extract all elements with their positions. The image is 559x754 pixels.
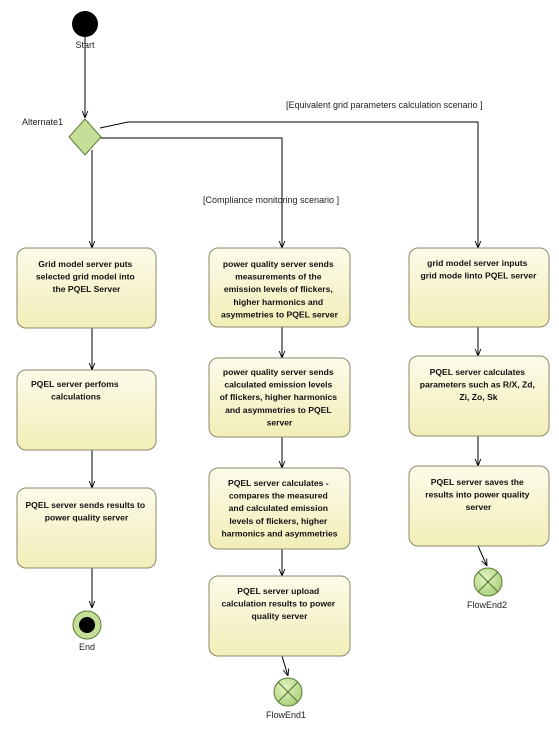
flowend2-label: FlowEnd2: [467, 600, 507, 610]
flowend2-node[interactable]: FlowEnd2: [467, 567, 507, 610]
action-text: PQEL server calculates - compares the me…: [221, 478, 337, 538]
start-label: Start: [75, 40, 95, 50]
end-inner-circle: [79, 617, 95, 633]
action-text: PQEL server perfoms calculations: [31, 379, 121, 402]
action-text: PQEL server saves the results into power…: [425, 477, 532, 512]
action-text: power quality server sends measurements …: [221, 259, 339, 319]
action-text: Grid model server puts selected grid mod…: [36, 259, 137, 294]
action-pqel-sends-results[interactable]: PQEL server sends results to power quali…: [16, 487, 157, 569]
action-text: PQEL server upload calculation results t…: [221, 586, 337, 621]
flowend1-label: FlowEnd1: [266, 710, 306, 720]
action-text: grid model server inputs grid mode linto…: [421, 258, 538, 281]
action-pqel-upload[interactable]: PQEL server upload calculation results t…: [208, 575, 351, 657]
action-grid-model-inputs[interactable]: grid model server inputs grid mode linto…: [408, 247, 550, 328]
action-pqel-performs-calculations[interactable]: PQEL server perfoms calculations: [16, 369, 157, 451]
decision-label: Alternate1: [22, 117, 63, 127]
action-grid-model-puts[interactable]: Grid model server puts selected grid mod…: [16, 247, 157, 329]
start-circle: [72, 11, 98, 37]
action-pq-sends-measurements[interactable]: power quality server sends measurements …: [208, 247, 351, 328]
edge-b3-a3-end: [477, 545, 487, 566]
guard-equivalent-label: [Equivalent grid parameters calculation …: [286, 100, 483, 110]
end-label: End: [79, 642, 95, 652]
start-node[interactable]: Start: [72, 11, 98, 50]
flowend1-cross-icon: [277, 681, 299, 703]
action-pqel-compares[interactable]: PQEL server calculates - compares the me…: [208, 467, 351, 550]
edge-b2-a4-end: [281, 655, 288, 676]
end-node[interactable]: End: [72, 610, 102, 652]
edge-decision-branch2: [100, 137, 282, 248]
flowend2-cross-icon: [477, 571, 499, 593]
decision-node[interactable]: Alternate1: [22, 117, 102, 156]
action-pqel-calculates-parameters[interactable]: PQEL server calculates parameters such a…: [408, 355, 550, 437]
action-pq-sends-calculated[interactable]: power quality server sends calculated em…: [208, 357, 351, 438]
decision-diamond: [68, 118, 102, 156]
edge-decision-branch3: [99, 121, 478, 248]
action-text: PQEL server sends results to power quali…: [25, 500, 147, 523]
edges: [85, 37, 487, 676]
guard-compliance-label: [Compliance monitoring scenario ]: [203, 195, 339, 205]
flowend1-node[interactable]: FlowEnd1: [266, 677, 306, 720]
action-text: power quality server sends calculated em…: [220, 367, 340, 427]
action-text: PQEL server calculates parameters such a…: [420, 367, 538, 402]
action-pqel-saves-results[interactable]: PQEL server saves the results into power…: [408, 465, 550, 547]
